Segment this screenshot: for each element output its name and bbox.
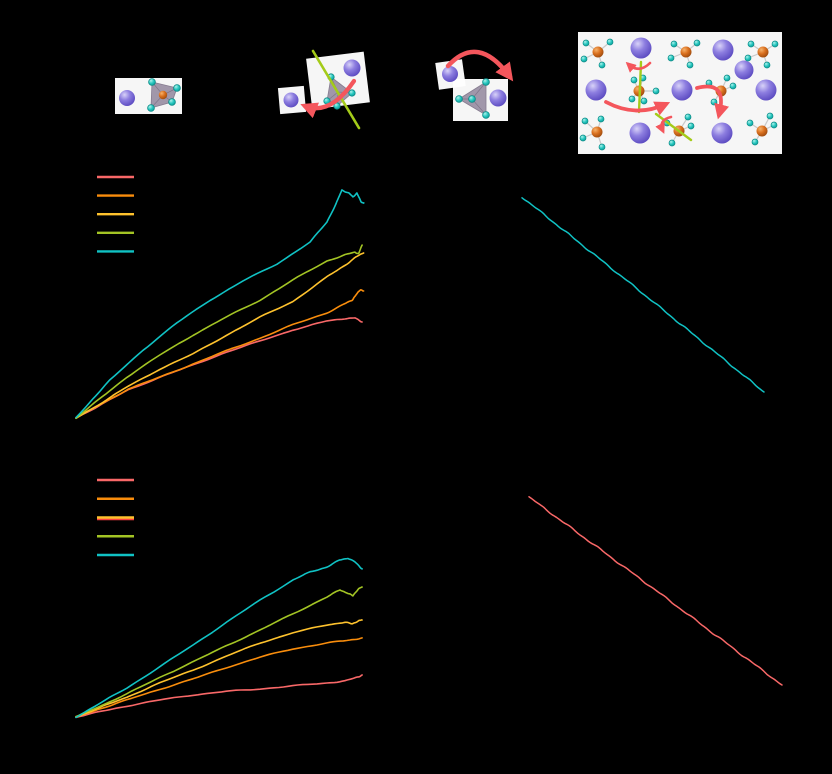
center-atom-icon xyxy=(592,46,604,58)
msd_top-series-yellow-green xyxy=(75,244,363,420)
ligand-atom-icon xyxy=(482,111,490,119)
cation-atom-icon xyxy=(442,66,458,82)
msd_bottom-chart xyxy=(75,478,363,719)
ligand-atom-icon xyxy=(670,40,678,48)
rotation-arrow-icon xyxy=(695,84,730,120)
center-atom-icon xyxy=(757,46,769,58)
center-atom-icon xyxy=(756,125,768,137)
msd_bottom-series-orange xyxy=(75,637,363,718)
ligand-atom-icon xyxy=(640,97,648,105)
ligand-atom-icon xyxy=(348,89,356,97)
cation-atom-icon xyxy=(711,122,733,144)
cation-atom-icon xyxy=(671,79,693,101)
ligand-atom-icon xyxy=(667,54,675,62)
ligand-atom-icon xyxy=(630,76,638,84)
ligand-atom-icon xyxy=(628,95,636,103)
arrhenius_bottom-chart xyxy=(528,496,783,686)
schematic-diffusion-lattice xyxy=(578,32,782,154)
ligand-atom-icon xyxy=(482,78,490,86)
schematics-layer xyxy=(115,32,782,154)
ligand-atom-icon xyxy=(710,98,718,106)
ligand-atom-icon xyxy=(582,39,590,47)
ligand-atom-icon xyxy=(687,122,695,130)
msd_top-series-orange xyxy=(75,288,365,420)
ligand-atom-icon xyxy=(766,112,774,120)
msd_bottom-series-coral xyxy=(75,674,363,719)
ligand-atom-icon xyxy=(652,87,660,95)
ligand-atom-icon xyxy=(746,119,754,127)
cation-atom-icon xyxy=(585,79,607,101)
arrhenius_bottom-series-coral xyxy=(528,496,783,686)
ligand-atom-icon xyxy=(333,102,341,110)
schematic-vibration xyxy=(115,78,182,114)
msd_top-legend xyxy=(97,175,134,253)
msd_top-series-amber xyxy=(75,252,365,419)
ligand-atom-icon xyxy=(168,98,176,106)
rotation-axis-line xyxy=(637,60,643,114)
ligand-atom-icon xyxy=(173,84,181,92)
rotation-axis-line xyxy=(311,49,361,130)
msd_bottom-series-yellow-green xyxy=(75,586,363,718)
rotation-arrow-icon xyxy=(300,78,357,119)
msd_top-series-teal xyxy=(75,189,365,419)
cation-atom-icon xyxy=(629,122,651,144)
center-atom-icon xyxy=(591,126,603,138)
arrhenius_top-series-teal xyxy=(521,197,765,393)
schematic-rotation-tilted-axis xyxy=(277,49,370,130)
ligand-atom-icon xyxy=(598,61,606,69)
ligand-atom-icon xyxy=(606,38,614,46)
msd_bottom-legend xyxy=(97,478,134,557)
ligand-atom-icon xyxy=(751,138,759,146)
ligand-atom-icon xyxy=(729,82,737,90)
ligand-atom-icon xyxy=(148,78,156,86)
cation-atom-icon xyxy=(343,59,361,77)
cation-atom-icon xyxy=(712,39,734,61)
ligand-atom-icon xyxy=(598,143,606,151)
ligand-atom-icon xyxy=(579,134,587,142)
charts-layer xyxy=(75,175,783,719)
rotation-arrow-icon xyxy=(604,100,671,116)
ligand-atom-icon xyxy=(770,121,778,129)
msd_top-series-coral xyxy=(75,317,363,419)
ligand-atom-icon xyxy=(744,54,752,62)
center-atom-icon xyxy=(158,90,168,100)
ligand-atom-icon xyxy=(580,55,588,63)
rotation-arrow-icon xyxy=(445,49,514,82)
ligand-atom-icon xyxy=(747,40,755,48)
cation-atom-icon xyxy=(630,37,652,59)
ligand-atom-icon xyxy=(597,115,605,123)
rotation-arrow-icon xyxy=(625,61,652,73)
ligand-atom-icon xyxy=(147,104,155,112)
ligand-atom-icon xyxy=(668,139,676,147)
ligand-atom-icon xyxy=(763,61,771,69)
ligand-atom-icon xyxy=(684,113,692,121)
arrhenius_top-chart xyxy=(521,197,765,393)
ligand-atom-icon xyxy=(468,95,476,103)
msd_bottom-series-amber xyxy=(75,619,363,719)
cation-atom-icon xyxy=(755,79,777,101)
cation-atom-icon xyxy=(734,60,754,80)
ligand-atom-icon xyxy=(581,117,589,125)
cation-atom-icon xyxy=(119,90,135,106)
schematic-reorientation-jump xyxy=(435,49,514,121)
rotation-axis-line xyxy=(654,112,693,142)
ligand-atom-icon xyxy=(686,61,694,69)
center-atom-icon xyxy=(680,46,692,58)
ligand-atom-icon xyxy=(455,95,463,103)
rotation-arrow-icon xyxy=(655,115,673,134)
msd_top-chart xyxy=(75,175,365,420)
msd_bottom-series-teal xyxy=(75,557,363,719)
cation-atom-icon xyxy=(283,92,299,108)
ligand-atom-icon xyxy=(723,74,731,82)
ligand-atom-icon xyxy=(693,39,701,47)
ligand-atom-icon xyxy=(771,40,779,48)
cation-atom-icon xyxy=(489,89,507,107)
